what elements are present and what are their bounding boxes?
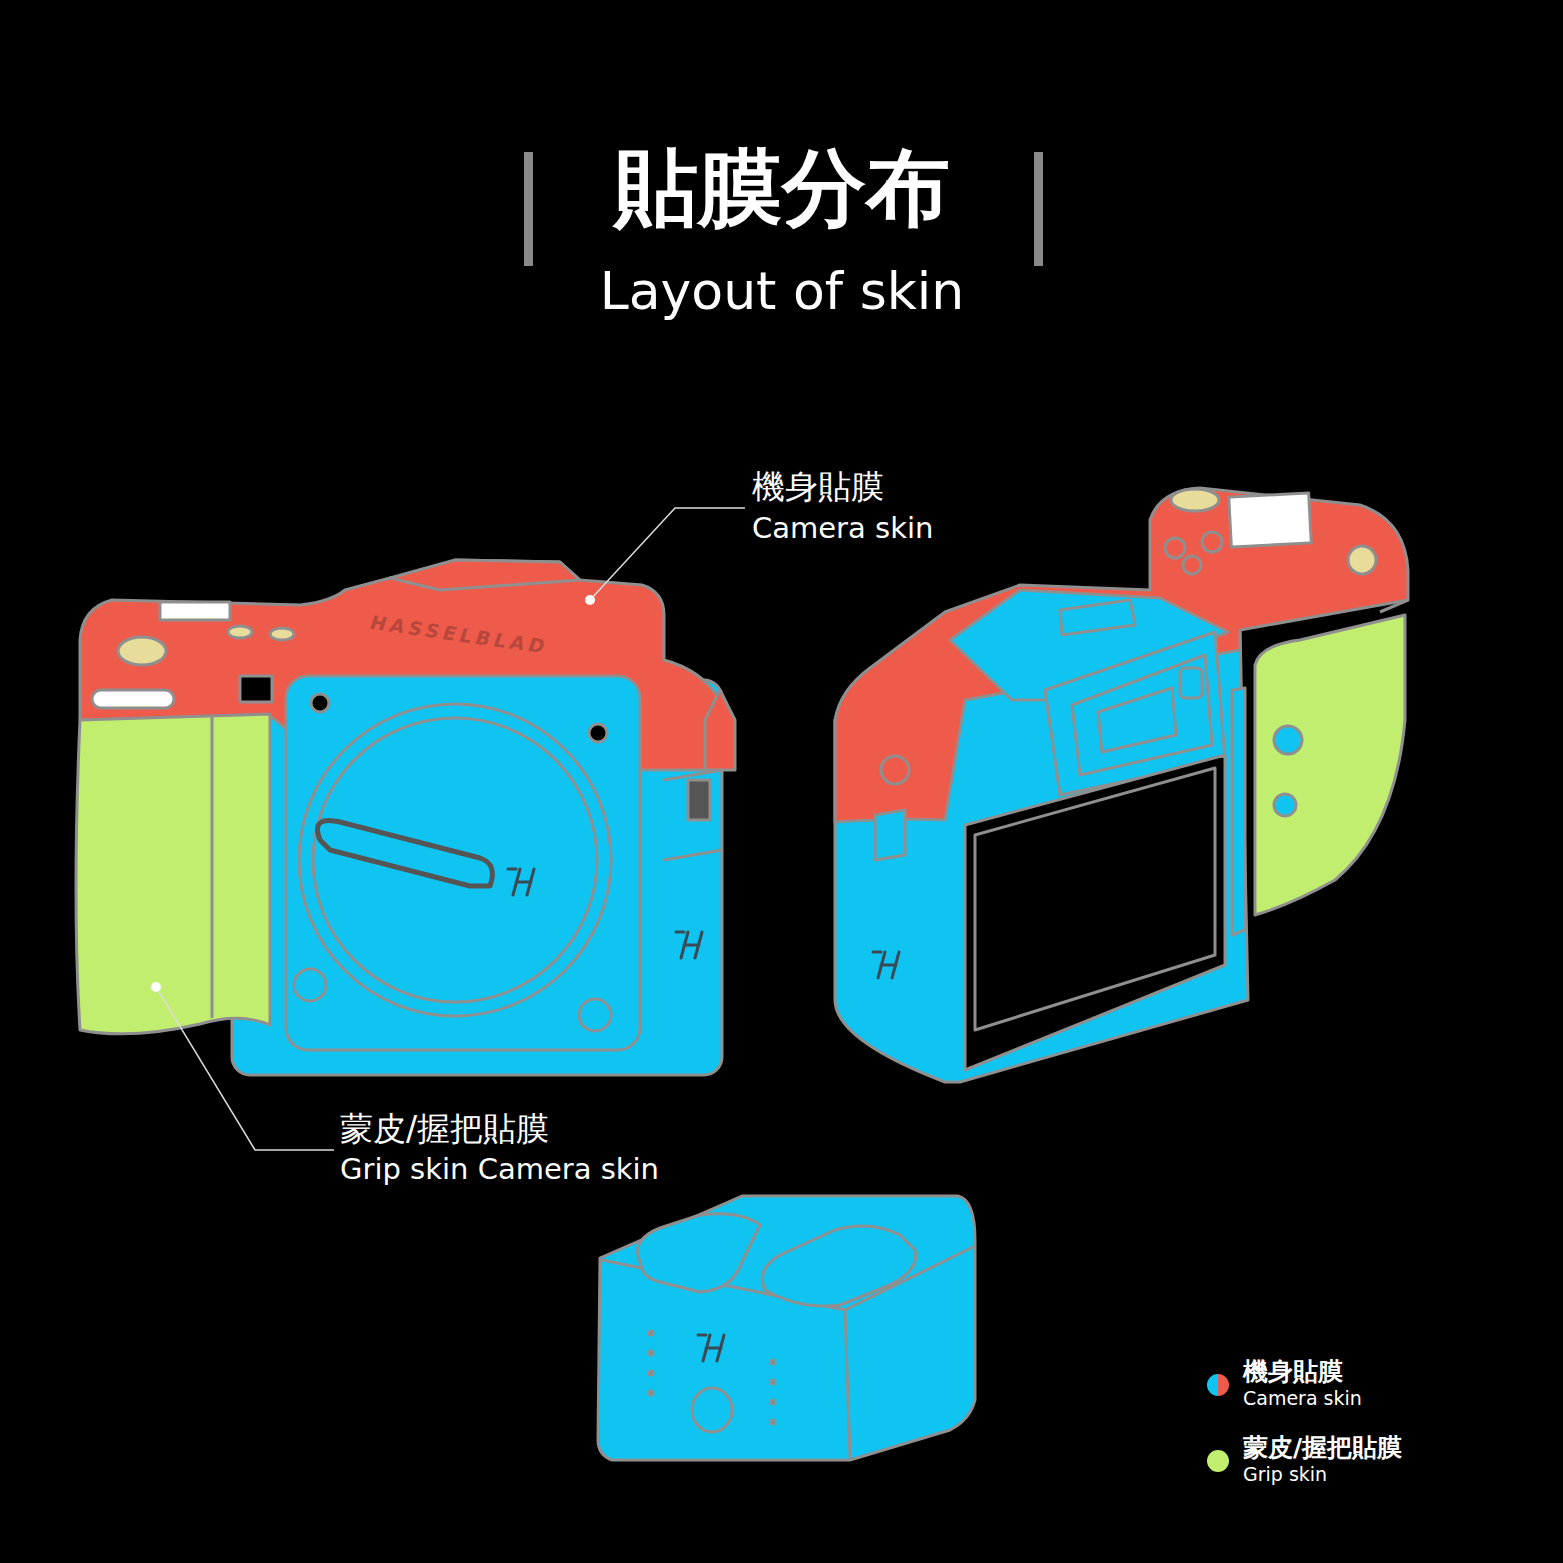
legend-label: 機身貼膜 [1243,1358,1343,1387]
title-bar [1034,152,1043,266]
rear-camera [835,488,1408,1082]
leader-dot [585,595,595,605]
legend-sublabel: Camera skin [1243,1388,1362,1410]
subtitle: Layout of skin [600,262,965,322]
callout-label: Grip skin Camera skin [340,1153,659,1186]
leader-dot [151,982,161,992]
leader-line [156,508,745,1150]
legend-swatch [1207,1374,1229,1396]
legend-label: 蒙皮/握把貼膜 [1243,1434,1402,1463]
callout-label: 蒙皮/握把貼膜 [340,1110,549,1148]
title: 貼膜分布 [614,140,950,237]
callout-label: Camera skin [752,512,933,545]
callout-label: 機身貼膜 [752,468,884,506]
battery-charger [598,1196,975,1460]
legend-sublabel: Grip skin [1243,1464,1327,1486]
title-bar [524,152,533,266]
front-camera [76,560,735,1075]
legend-swatch [1207,1450,1229,1472]
